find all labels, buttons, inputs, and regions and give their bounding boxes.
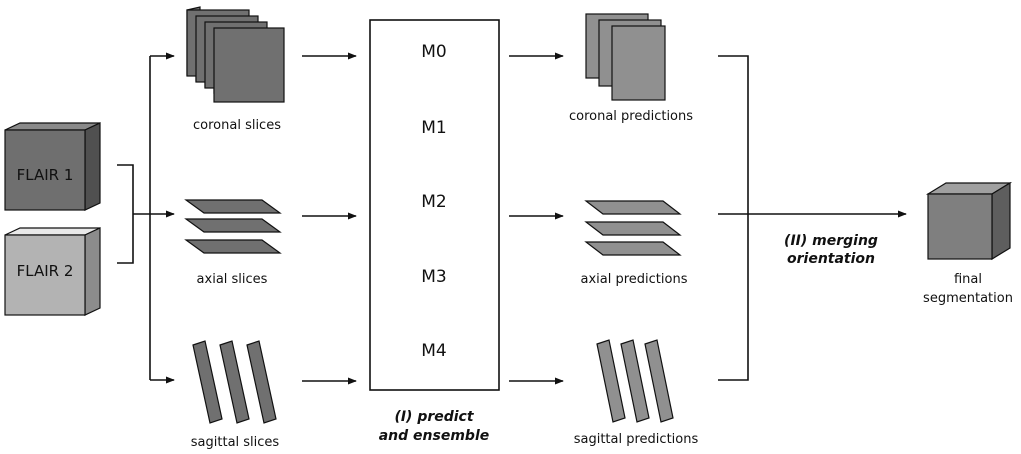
model-m3: M3 <box>421 267 446 287</box>
flair1-cube: FLAIR 1 <box>4 122 101 211</box>
input-connector <box>117 52 175 384</box>
predict-step-line2: and ensemble <box>379 428 490 444</box>
final-segmentation-cube <box>925 181 1013 261</box>
flair2-cube: FLAIR 2 <box>4 227 101 316</box>
axial-slices-stack <box>184 199 282 254</box>
final-label-line2: segmentation <box>923 291 1013 306</box>
flair1-label: FLAIR 1 <box>17 166 74 184</box>
model-m0: M0 <box>421 42 446 62</box>
coronal-predictions-stack <box>585 13 666 101</box>
merge-step-line2: orientation <box>787 251 875 267</box>
predict-step-line1: (I) predict <box>394 409 474 425</box>
models-box <box>369 19 500 391</box>
model-m1: M1 <box>421 118 446 138</box>
sagittal-predictions-stack <box>596 339 674 423</box>
merge-step-line1: (II) merging <box>784 233 878 249</box>
merge-connector <box>718 55 907 381</box>
model-m2: M2 <box>421 192 446 212</box>
model-m4: M4 <box>421 341 446 361</box>
axial-predictions-stack <box>584 200 682 256</box>
sagittal-slices-stack <box>192 340 277 424</box>
sagittal-slices-label: sagittal slices <box>191 435 280 450</box>
coronal-slices-label: coronal slices <box>193 118 281 133</box>
final-label-line1: final <box>954 272 982 287</box>
sagittal-predictions-label: sagittal predictions <box>574 432 699 447</box>
coronal-predictions-label: coronal predictions <box>569 109 693 124</box>
coronal-slices-stack <box>186 6 285 103</box>
axial-slices-label: axial slices <box>197 272 268 287</box>
flair2-label: FLAIR 2 <box>17 262 74 280</box>
axial-predictions-label: axial predictions <box>581 272 688 287</box>
